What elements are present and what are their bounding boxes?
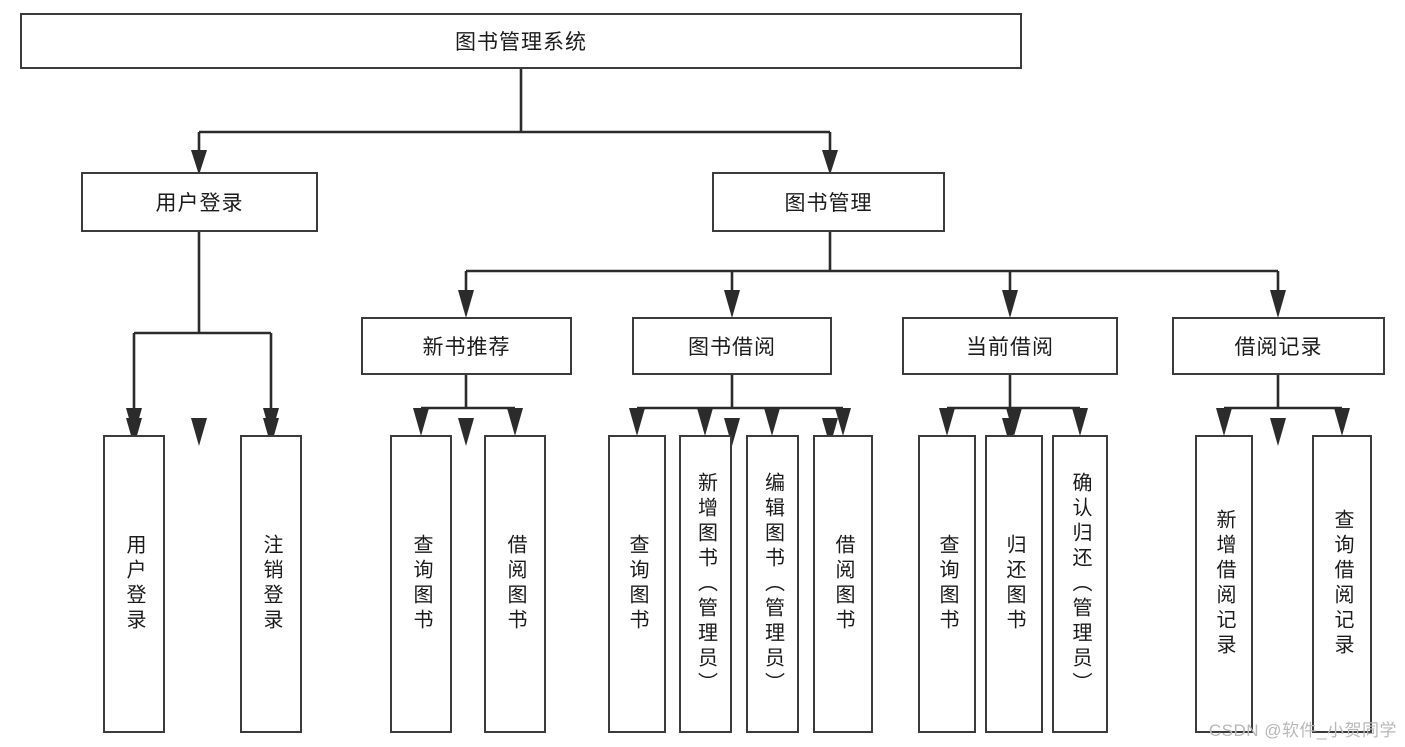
arrowhead-tsjy-l3 [764, 408, 780, 436]
node-book-borrow[interactable]: 图书借阅 [632, 317, 832, 375]
arrowhead-jyjl-l2 [1334, 408, 1350, 436]
node-label: 图书管理系统 [455, 31, 587, 54]
node-label: 新书推荐 [422, 336, 511, 359]
node-leaf-query-book-recommend[interactable]: 查询图书 [390, 435, 452, 733]
arrowhead-bm-c1 [458, 290, 474, 318]
node-leaf-query-book-current[interactable]: 查询图书 [918, 435, 976, 733]
arrow-to-jyjl [1270, 418, 1286, 446]
arrowhead-dqjy-l1 [939, 408, 955, 436]
arrowhead-ul-l1 [126, 408, 142, 436]
node-leaf-borrow-book-recommend[interactable]: 借阅图书 [484, 435, 546, 733]
node-leaf-edit-book-admin[interactable]: 编辑图书（管理员） [746, 435, 799, 733]
arrow-to-nbr [458, 418, 474, 446]
node-leaf-query-book-borrow[interactable]: 查询图书 [608, 435, 666, 733]
arrowhead-jyjl-l1 [1216, 408, 1232, 436]
node-label: 借阅图书 [832, 534, 854, 634]
node-label: 新增图书（管理员） [694, 471, 717, 697]
node-new-book-recommend[interactable]: 新书推荐 [361, 317, 572, 375]
arrowhead-bm-c3 [1002, 290, 1018, 318]
node-leaf-add-book-admin[interactable]: 新增图书（管理员） [679, 435, 732, 733]
arrowhead-dqjy-l3 [1072, 408, 1088, 436]
arrowhead-root-to-book-manage [822, 150, 838, 175]
arrowhead-tsjy-l2 [697, 408, 713, 436]
node-label: 图书借阅 [688, 336, 776, 359]
node-leaf-add-borrow-record[interactable]: 新增借阅记录 [1195, 435, 1253, 733]
node-root-book-management-system[interactable]: 图书管理系统 [20, 13, 1022, 69]
arrowhead-bm-c4 [1270, 290, 1286, 318]
node-leaf-confirm-return-admin[interactable]: 确认归还（管理员） [1052, 435, 1108, 733]
arrowheads [126, 418, 1286, 446]
arrowhead-nbr-l2 [507, 408, 523, 436]
arrowhead-root-to-user-login [191, 150, 207, 175]
node-leaf-user-login[interactable]: 用户登录 [103, 435, 165, 733]
node-label: 图书管理 [784, 192, 873, 215]
node-user-login[interactable]: 用户登录 [81, 172, 318, 232]
node-label: 借阅图书 [504, 534, 526, 634]
node-label: 当前借阅 [966, 336, 1054, 359]
node-label: 用户登录 [155, 192, 244, 215]
node-label: 确认归还（管理员） [1069, 471, 1091, 697]
arrowhead-nbr-l1 [413, 408, 429, 436]
node-borrow-record[interactable]: 借阅记录 [1172, 317, 1385, 375]
node-label: 归还图书 [1003, 534, 1025, 634]
node-leaf-query-borrow-record[interactable]: 查询借阅记录 [1312, 435, 1372, 733]
node-label: 查询图书 [626, 534, 648, 634]
arrow-to-user-login [191, 418, 207, 446]
node-label: 查询图书 [410, 534, 432, 634]
node-label: 用户登录 [123, 534, 145, 634]
arrow-to-book-manage [822, 418, 838, 446]
node-label: 新增借阅记录 [1213, 509, 1235, 659]
node-label: 注销登录 [260, 534, 282, 634]
arrowhead-dqjy-l2 [1006, 408, 1022, 436]
node-leaf-logout-login[interactable]: 注销登录 [240, 435, 302, 733]
node-label: 借阅记录 [1234, 336, 1323, 359]
node-label: 编辑图书（管理员） [761, 471, 784, 697]
node-label: 查询图书 [936, 534, 958, 634]
node-leaf-borrow-book[interactable]: 借阅图书 [813, 435, 873, 733]
arrowhead-ul-l2 [263, 408, 279, 436]
arrowhead-tsjy-l1 [629, 408, 645, 436]
arrowhead-tsjy-l4 [835, 408, 851, 436]
arrow-to-tsjy [724, 418, 740, 446]
node-current-borrow[interactable]: 当前借阅 [902, 317, 1118, 375]
node-leaf-return-book[interactable]: 归还图书 [985, 435, 1043, 733]
arrowhead-bm-c2 [724, 290, 740, 318]
node-label: 查询借阅记录 [1331, 509, 1353, 659]
node-book-management[interactable]: 图书管理 [712, 172, 945, 232]
